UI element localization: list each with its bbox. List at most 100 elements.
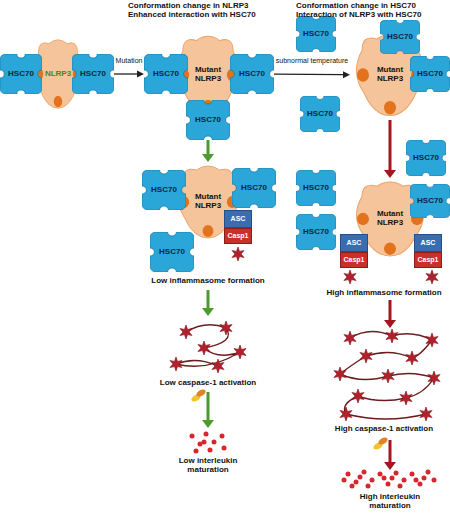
asc-adaptor: ASC — [414, 234, 442, 252]
hsc70-chaperone: HSC70 — [406, 140, 446, 176]
active-caspase-chain — [170, 321, 440, 421]
outcome-label: High interleukin maturation — [350, 492, 430, 510]
node-label: HSC70 — [307, 110, 333, 119]
node-label: HSC70 — [303, 184, 329, 193]
active-caspase-chain — [420, 407, 432, 421]
arrow-head — [343, 71, 350, 78]
caspase-1-box: Casp1 — [340, 252, 368, 268]
node-label: HSC70 — [195, 116, 221, 125]
active-caspase-chain — [234, 345, 246, 359]
active-caspase-chain — [340, 331, 434, 419]
caspase-1-box: Casp1 — [414, 252, 442, 268]
hsc70-outline — [380, 20, 420, 54]
outcome-label: High inflammasome formation — [316, 288, 450, 297]
mature-interleukin-dots — [390, 476, 395, 481]
active-caspase-chain — [400, 391, 412, 405]
active-caspase-chain — [334, 367, 346, 381]
hsc70-chaperone: HSC70 — [0, 54, 42, 94]
node-label: Casp1 — [227, 232, 248, 240]
mature-interleukin-dots — [350, 484, 355, 489]
arrow-head — [384, 170, 396, 178]
arrow-line — [207, 140, 210, 154]
asc-adaptor: ASC — [224, 210, 252, 228]
active-caspase-chain — [198, 341, 210, 355]
active-caspase-chain — [382, 369, 394, 383]
panel-heading: Interaction of NLRP3 with HSC70 — [296, 10, 450, 19]
pro-interleukin — [190, 388, 389, 451]
flow-arrow — [389, 300, 392, 321]
node-label: HSC70 — [151, 186, 177, 195]
nlrp3-outline — [356, 35, 423, 116]
mature-interleukin-dots — [362, 470, 367, 475]
arrow-line — [274, 74, 343, 76]
caspase-star — [232, 247, 244, 261]
nlrp3-domain — [384, 101, 396, 115]
flow-arrow — [207, 290, 210, 309]
mature-interleukin-dots — [366, 484, 371, 489]
mature-interleukin-dots — [414, 478, 419, 483]
arrow-connector — [202, 140, 214, 162]
pro-interleukin — [377, 436, 389, 446]
nlrp3-domain — [203, 225, 214, 237]
active-caspase-chain — [428, 371, 440, 385]
node-label: HSC70 — [153, 70, 179, 79]
nlrp3-domain — [35, 68, 43, 79]
flow-arrow — [389, 440, 392, 463]
flow-arrow — [202, 308, 214, 316]
edge-label: Mutation — [116, 57, 143, 64]
node-label: HSC70 — [417, 70, 443, 79]
active-caspase-chain — [180, 325, 192, 339]
hsc70-outline — [296, 16, 336, 52]
node-label: HSC70 — [239, 70, 265, 79]
panel-heading: Conformation change in HSC70 — [296, 1, 450, 10]
node-label: HSC70 — [387, 33, 413, 42]
mature-interleukin-dots — [222, 446, 227, 451]
arrow-line — [114, 73, 137, 74]
hsc70-chaperone: HSC70 — [380, 20, 420, 54]
hsc70-chaperone: HSC70 — [296, 16, 336, 52]
mature-interleukin-dots — [346, 472, 351, 477]
nlrp3-domain — [178, 196, 189, 208]
node-label: Mutant NLRP3 — [368, 210, 412, 228]
hsc70-outline — [0, 54, 42, 94]
hsc70-outline — [296, 214, 336, 250]
mature-interleukin-dots — [354, 480, 359, 485]
node-label: Mutant NLRP3 — [186, 66, 230, 84]
mature-interleukin-dots — [220, 434, 225, 439]
hsc70-chaperone: HSC70 — [410, 56, 450, 92]
panel-heading: Enhanced interaction with HSC70 — [128, 10, 298, 19]
hsc70-chaperone: HSC70 — [232, 168, 276, 208]
node-label: ASC — [421, 239, 436, 247]
hsc70-outline — [150, 232, 194, 272]
pro-interleukin — [195, 388, 207, 398]
mature-interleukin-dots — [208, 448, 213, 453]
caspase-star — [426, 270, 438, 284]
mature-interleukin-dots — [418, 482, 423, 487]
node-label: HSC70 — [303, 30, 329, 39]
nlrp3-domain — [411, 213, 423, 225]
node-label: NLRP3 — [45, 70, 71, 79]
arrow-head — [202, 154, 214, 162]
arrow-head — [137, 71, 144, 78]
active-caspase-chain — [170, 357, 182, 371]
mature-interleukin-dots — [426, 470, 431, 475]
active-caspase-chain — [426, 333, 438, 347]
hsc70-chaperone: HSC70 — [410, 184, 450, 218]
node-label: HSC70 — [8, 70, 34, 79]
node-label: Casp1 — [343, 256, 364, 264]
nlrp3-domain — [411, 68, 423, 82]
active-caspase-chain — [406, 351, 418, 365]
active-caspase-chain — [340, 407, 352, 421]
node-label: Mutant NLRP3 — [186, 193, 230, 211]
node-label: Mutant NLRP3 — [368, 66, 412, 84]
mature-interleukin-dots — [194, 449, 199, 454]
active-caspase-chain — [220, 321, 232, 335]
mature-interleukin-dots — [190, 434, 195, 439]
hsc70-chaperone: HSC70 — [142, 170, 186, 210]
mature-interleukin-dots — [382, 476, 387, 481]
hsc70-chaperone: HSC70 — [296, 214, 336, 250]
mature-interleukin-dots — [370, 478, 375, 483]
mature-interleukin-dots — [342, 478, 347, 483]
mature-interleukin-dots — [394, 471, 399, 476]
